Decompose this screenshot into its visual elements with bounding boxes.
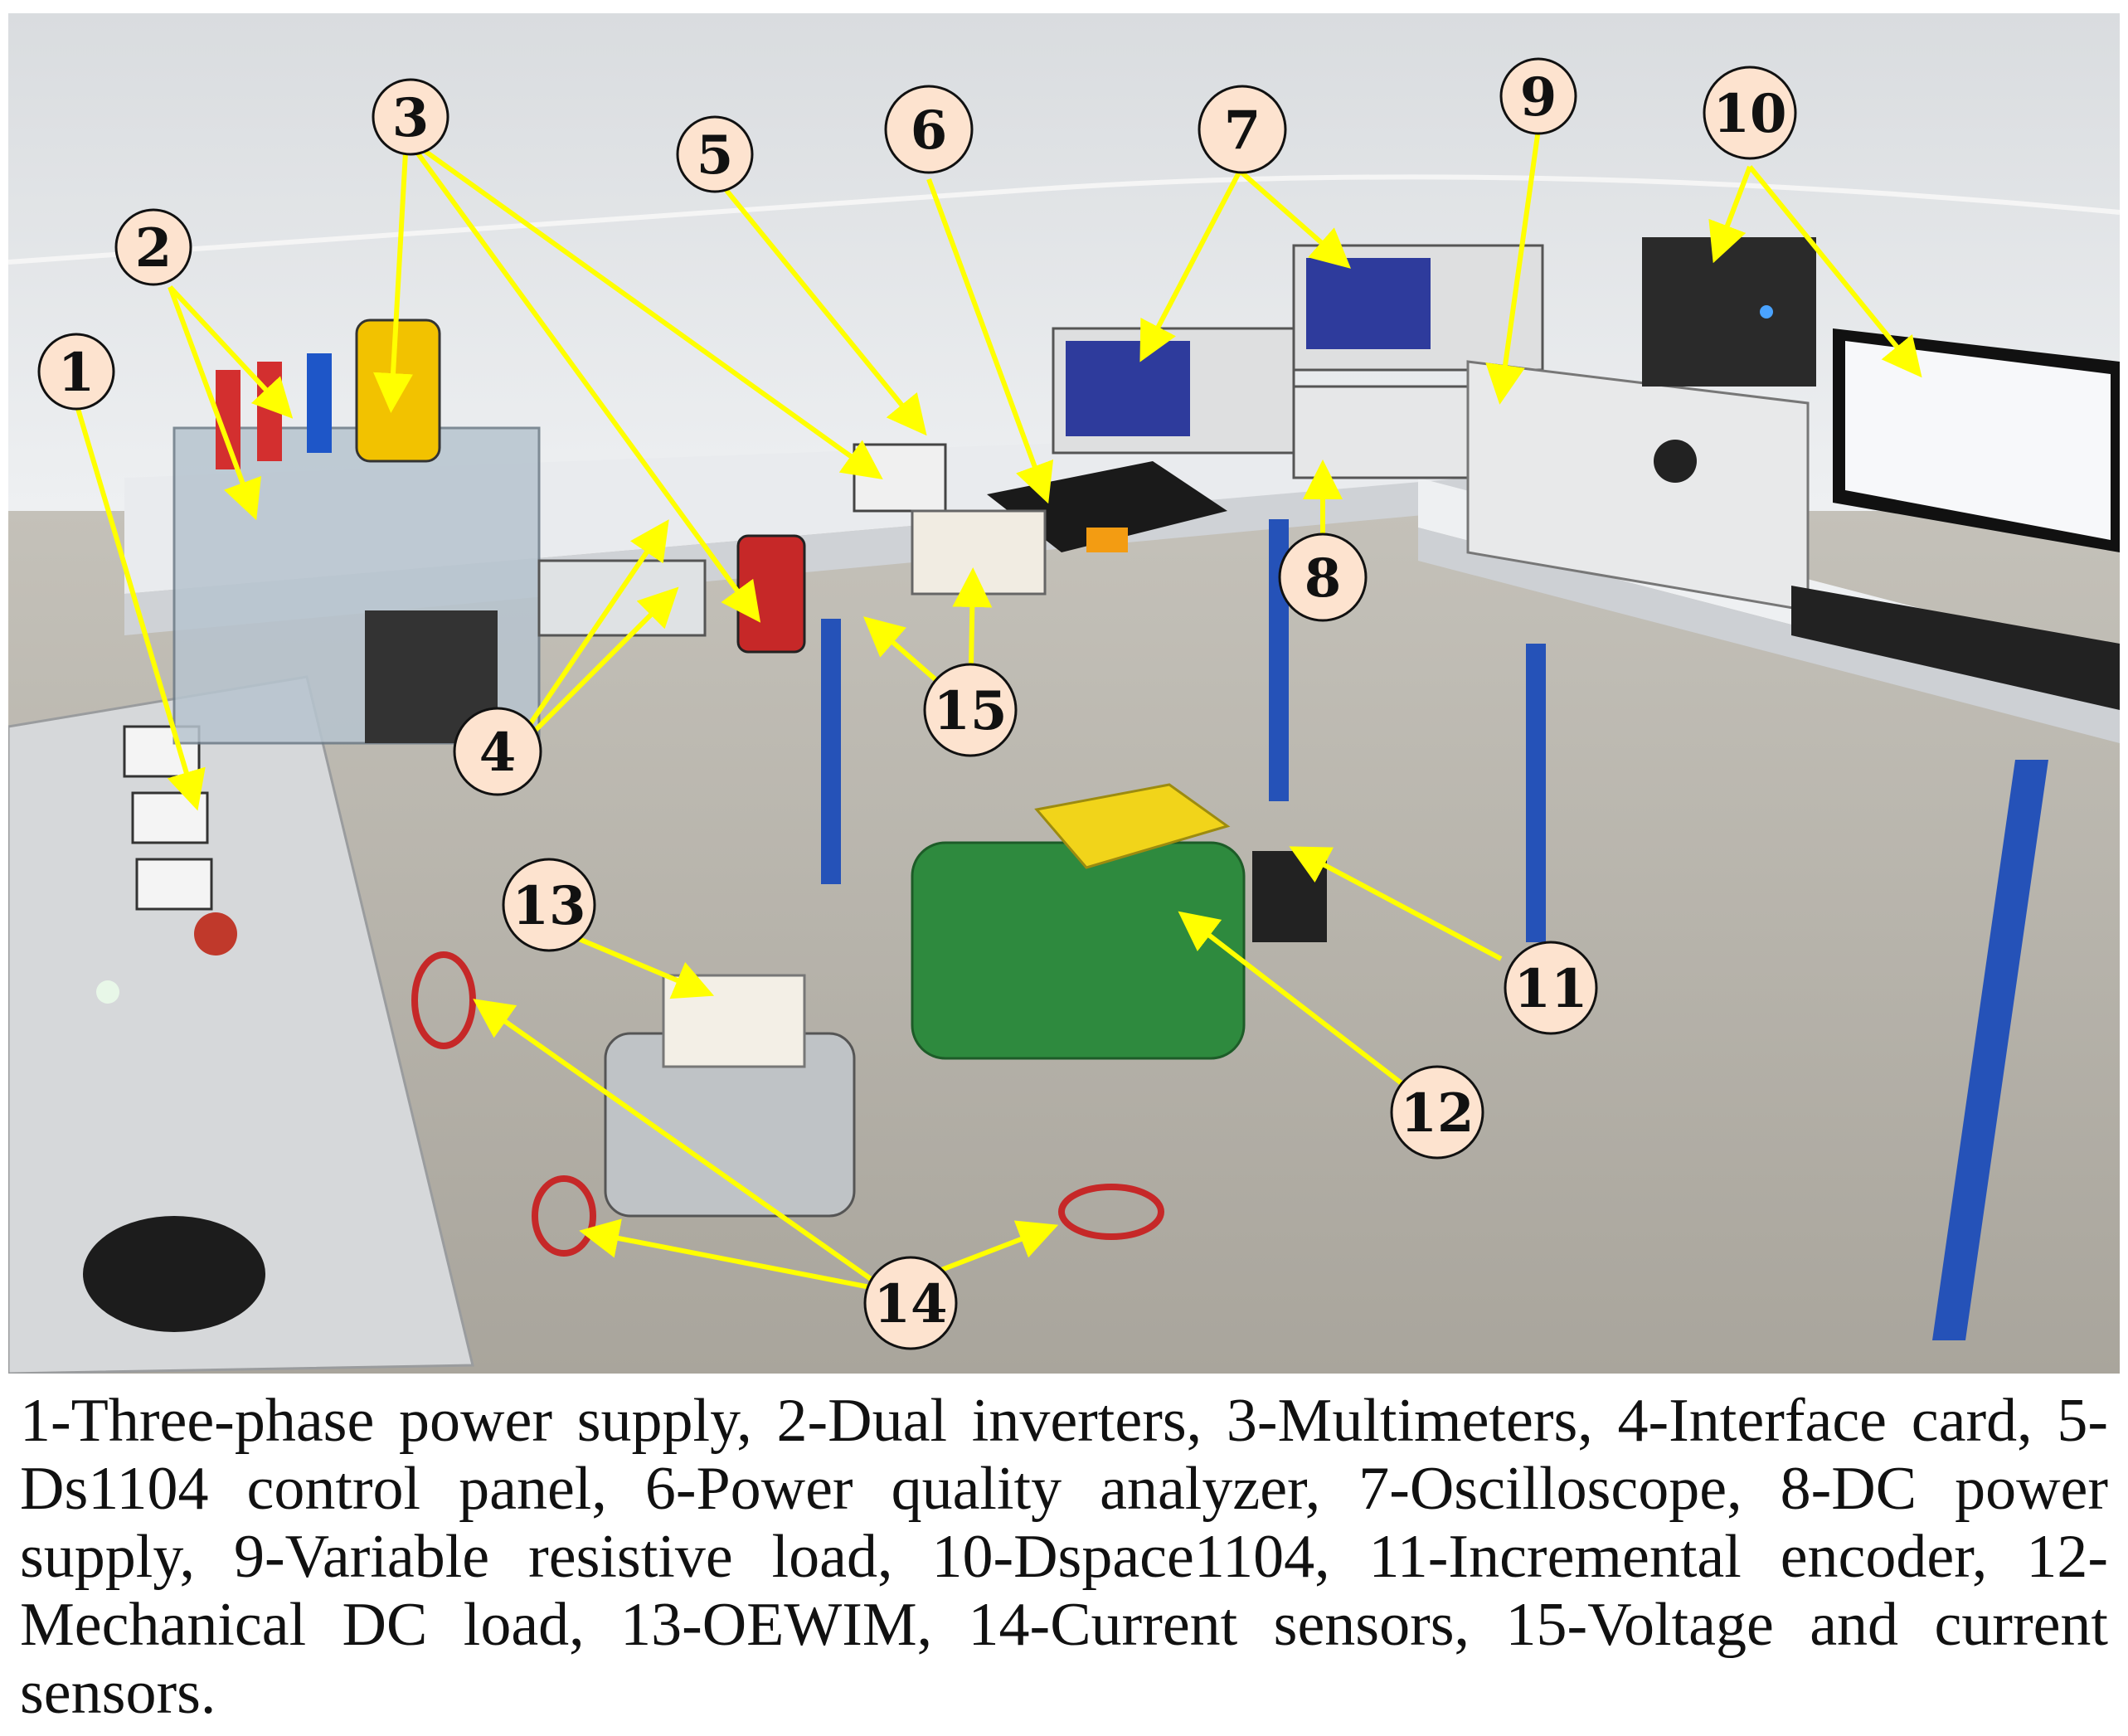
ds1104-control-panel <box>853 443 947 513</box>
callout-7: 7 <box>1198 85 1287 174</box>
mechanical-dc-load <box>911 783 1246 1060</box>
callout-15-label: 15 <box>933 680 1007 742</box>
callout-11-label: 11 <box>1513 958 1587 1020</box>
current-sensor-clamp-1 <box>411 951 476 1049</box>
callout-8-label: 8 <box>1304 547 1342 610</box>
lab-setup-photo: 1 2 3 4 5 6 7 8 9 10 11 12 13 14 15 <box>8 13 2120 1374</box>
figure-caption: 1-Three-phase power supply, 2-Dual inver… <box>20 1387 2108 1727</box>
interface-card <box>537 559 707 637</box>
callout-9-label: 9 <box>1520 66 1557 129</box>
keyboard <box>1791 586 2120 710</box>
callout-13-label: 13 <box>512 875 585 937</box>
callout-15: 15 <box>923 663 1018 757</box>
voltage-current-sensor-box <box>911 509 1047 596</box>
callout-10-label: 10 <box>1713 83 1786 145</box>
multimeter-red <box>736 534 806 654</box>
dc-power-supply <box>1292 385 1486 479</box>
callout-2: 2 <box>114 208 192 286</box>
callout-markers: 1 2 3 4 5 6 7 8 9 10 11 12 13 14 15 <box>37 57 1797 1350</box>
callout-8: 8 <box>1278 532 1368 622</box>
callout-6: 6 <box>884 85 974 174</box>
current-sensor-clamp-3 <box>1058 1184 1164 1240</box>
callout-3: 3 <box>372 78 449 156</box>
incremental-encoder <box>1252 851 1327 942</box>
callout-12-label: 12 <box>1400 1082 1474 1145</box>
multimeter-yellow <box>355 319 441 463</box>
dspace1104-box <box>1642 237 1816 387</box>
callout-9: 9 <box>1499 57 1577 135</box>
callout-4-label: 4 <box>479 722 517 784</box>
callout-13: 13 <box>502 858 596 952</box>
callout-3-label: 3 <box>392 87 430 149</box>
callout-1: 1 <box>37 333 115 411</box>
callout-1-label: 1 <box>58 342 95 404</box>
callout-6-label: 6 <box>911 100 948 162</box>
callout-arrows <box>74 129 1922 1293</box>
callout-14: 14 <box>863 1256 958 1350</box>
callout-14-label: 14 <box>873 1273 947 1335</box>
oewim-motor <box>604 974 856 1218</box>
callout-11: 11 <box>1504 941 1598 1035</box>
callout-12: 12 <box>1390 1065 1484 1160</box>
callout-5-label: 5 <box>697 124 734 187</box>
current-sensor-clamp-2 <box>532 1175 596 1257</box>
callout-10: 10 <box>1703 66 1797 160</box>
callout-5: 5 <box>676 115 754 193</box>
equipment-drawings <box>8 237 2120 1374</box>
callout-4: 4 <box>453 707 542 796</box>
callout-7-label: 7 <box>1224 100 1261 162</box>
callout-2-label: 2 <box>135 217 172 280</box>
